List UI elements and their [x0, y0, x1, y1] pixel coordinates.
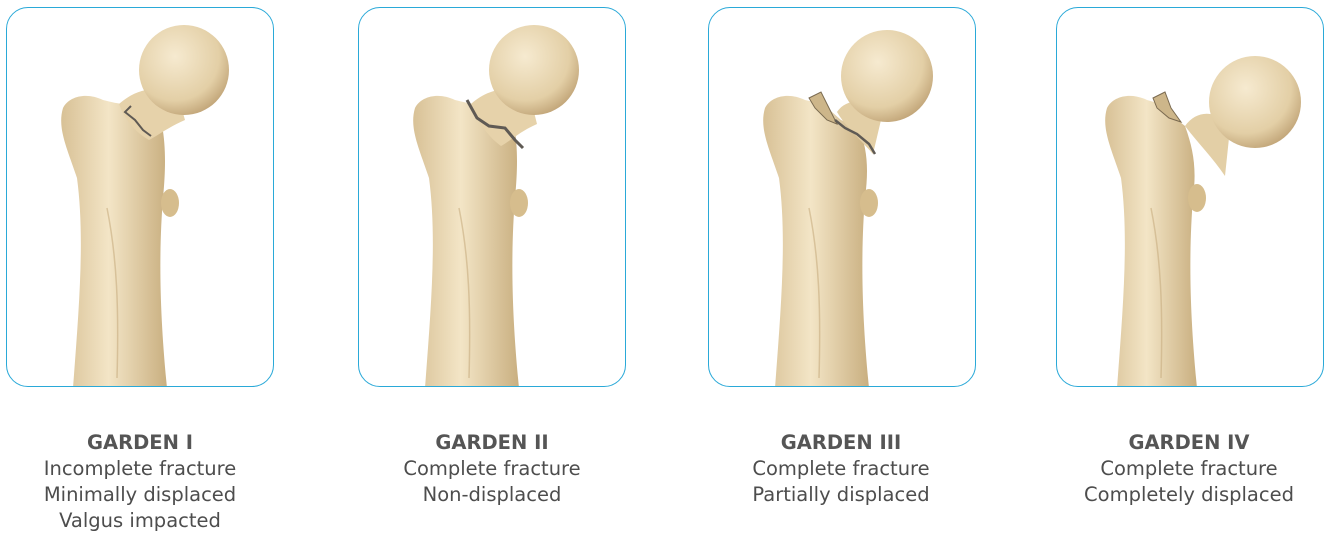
- femoral-head: [489, 25, 579, 115]
- garden-iv-panel: [1056, 7, 1324, 387]
- garden-ii-title: GARDEN II: [342, 430, 642, 456]
- garden-i-line-1: Incomplete fracture: [0, 456, 290, 482]
- femur-shaft: [61, 96, 167, 387]
- femur-garden-iv-illustration: [1057, 8, 1324, 387]
- femur-shaft: [1105, 96, 1197, 387]
- femoral-head: [841, 30, 933, 122]
- garden-i-title: GARDEN I: [0, 430, 290, 456]
- garden-i-line-2: Minimally displaced: [0, 482, 290, 508]
- garden-i-panel: [6, 7, 274, 387]
- lesser-trochanter: [1188, 184, 1206, 212]
- garden-iii-title: GARDEN III: [691, 430, 991, 456]
- lesser-trochanter: [161, 189, 179, 217]
- garden-iii-line-2: Partially displaced: [691, 482, 991, 508]
- garden-i-caption: GARDEN I Incomplete fracture Minimally d…: [0, 430, 290, 534]
- garden-ii-panel: [358, 7, 626, 387]
- femur-shaft: [763, 96, 869, 387]
- garden-i-line-3: Valgus impacted: [0, 508, 290, 534]
- femur-garden-iii-illustration: [709, 8, 976, 387]
- femur-garden-i-illustration: [7, 8, 274, 387]
- garden-iv-line-2: Completely displaced: [1039, 482, 1325, 508]
- garden-iii-line-1: Complete fracture: [691, 456, 991, 482]
- garden-ii-line-1: Complete fracture: [342, 456, 642, 482]
- garden-ii-caption: GARDEN II Complete fracture Non-displace…: [342, 430, 642, 508]
- garden-iv-title: GARDEN IV: [1039, 430, 1325, 456]
- femoral-head: [139, 25, 229, 115]
- lesser-trochanter: [510, 189, 528, 217]
- garden-iii-panel: [708, 7, 976, 387]
- garden-iv-caption: GARDEN IV Complete fracture Completely d…: [1039, 430, 1325, 508]
- garden-ii-line-2: Non-displaced: [342, 482, 642, 508]
- femoral-head: [1209, 56, 1301, 148]
- lesser-trochanter: [860, 189, 878, 217]
- femur-garden-ii-illustration: [359, 8, 626, 387]
- garden-iii-caption: GARDEN III Complete fracture Partially d…: [691, 430, 991, 508]
- garden-iv-line-1: Complete fracture: [1039, 456, 1325, 482]
